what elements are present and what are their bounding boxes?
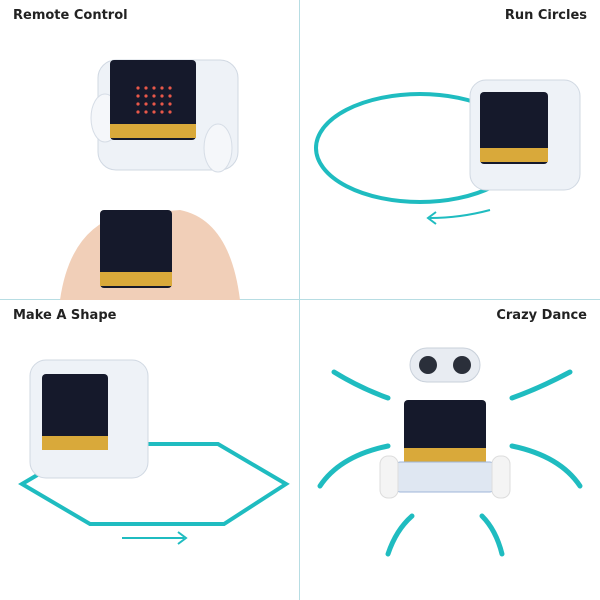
- hexagon-path-illustration: [18, 359, 290, 545]
- panel-crazy-dance: Crazy Dance: [300, 300, 600, 600]
- panel-make-a-shape: Make A Shape: [0, 300, 300, 600]
- circle-path-illustration: [314, 79, 581, 225]
- panel-title: Crazy Dance: [496, 308, 587, 323]
- panel-title: Remote Control: [13, 8, 128, 23]
- dance-illustration: [317, 347, 583, 557]
- vertical-divider: [299, 0, 300, 600]
- panel-title: Run Circles: [504, 8, 587, 23]
- robot-illustration: [60, 59, 240, 300]
- horizontal-divider: [0, 299, 600, 300]
- panel-run-circles: Run Circles: [300, 0, 600, 300]
- panel-remote-control: Remote Control: [0, 0, 300, 300]
- panel-title: Make A Shape: [13, 308, 117, 323]
